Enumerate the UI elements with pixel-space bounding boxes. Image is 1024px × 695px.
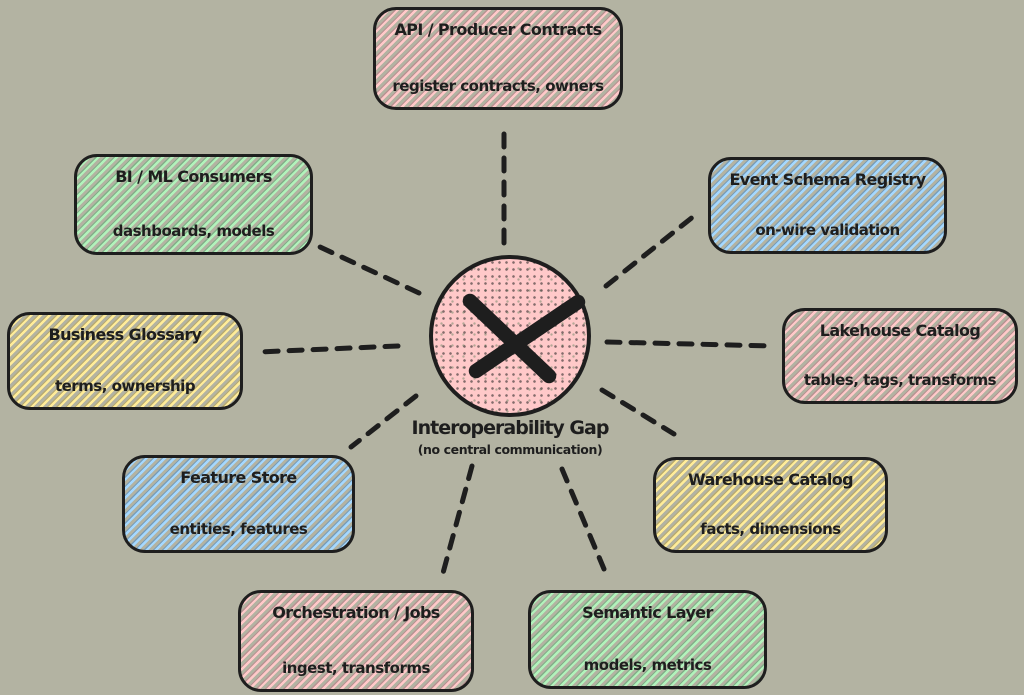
node-subtitle: register contracts, owners xyxy=(392,77,604,95)
node-orchestration-jobs[interactable]: Orchestration / Jobs ingest, transforms xyxy=(238,590,474,692)
connector-event-schema-registry xyxy=(603,213,697,289)
hub-subtitle: (no central communication) xyxy=(417,442,603,457)
node-title: API / Producer Contracts xyxy=(394,20,602,39)
node-subtitle: models, metrics xyxy=(583,656,712,674)
connector-semantic-layer xyxy=(559,466,607,572)
node-title: BI / ML Consumers xyxy=(115,167,272,186)
node-feature-store[interactable]: Feature Store entities, features xyxy=(122,455,355,553)
connector-bi-ml-consumers xyxy=(317,244,422,296)
connector-business-glossary xyxy=(255,343,401,355)
node-business-glossary[interactable]: Business Glossary terms, ownership xyxy=(7,312,243,410)
node-subtitle: dashboards, models xyxy=(112,222,275,240)
node-title: Feature Store xyxy=(180,468,297,487)
node-subtitle: ingest, transforms xyxy=(282,659,430,677)
node-title: Orchestration / Jobs xyxy=(272,603,440,622)
node-event-schema-registry[interactable]: Event Schema Registry on-wire validation xyxy=(708,157,947,254)
node-subtitle: terms, ownership xyxy=(54,377,196,395)
node-title: Semantic Layer xyxy=(582,603,713,622)
node-subtitle: tables, tags, transforms xyxy=(803,371,997,389)
node-semantic-layer[interactable]: Semantic Layer models, metrics xyxy=(528,590,767,689)
connector-lakehouse-catalog xyxy=(604,339,776,349)
node-title: Event Schema Registry xyxy=(729,170,926,189)
node-warehouse-catalog[interactable]: Warehouse Catalog facts, dimensions xyxy=(653,457,888,553)
connector-orchestration-jobs xyxy=(440,463,475,576)
x-cross-icon xyxy=(462,293,586,384)
hub-title: Interoperability Gap xyxy=(411,417,610,439)
node-subtitle: on-wire validation xyxy=(755,221,900,239)
node-title: Business Glossary xyxy=(48,325,202,344)
hub-labels: Interoperability Gap (no central communi… xyxy=(350,417,670,457)
node-subtitle: facts, dimensions xyxy=(700,520,841,538)
node-lakehouse-catalog[interactable]: Lakehouse Catalog tables, tags, transfor… xyxy=(782,308,1018,404)
node-api-producer-contracts[interactable]: API / Producer Contracts register contra… xyxy=(373,7,623,110)
node-subtitle: entities, features xyxy=(169,520,308,538)
interoperability-gap-hub[interactable] xyxy=(429,255,591,417)
node-title: Lakehouse Catalog xyxy=(819,321,981,340)
node-title: Warehouse Catalog xyxy=(687,470,854,489)
node-bi-ml-consumers[interactable]: BI / ML Consumers dashboards, models xyxy=(74,154,313,255)
